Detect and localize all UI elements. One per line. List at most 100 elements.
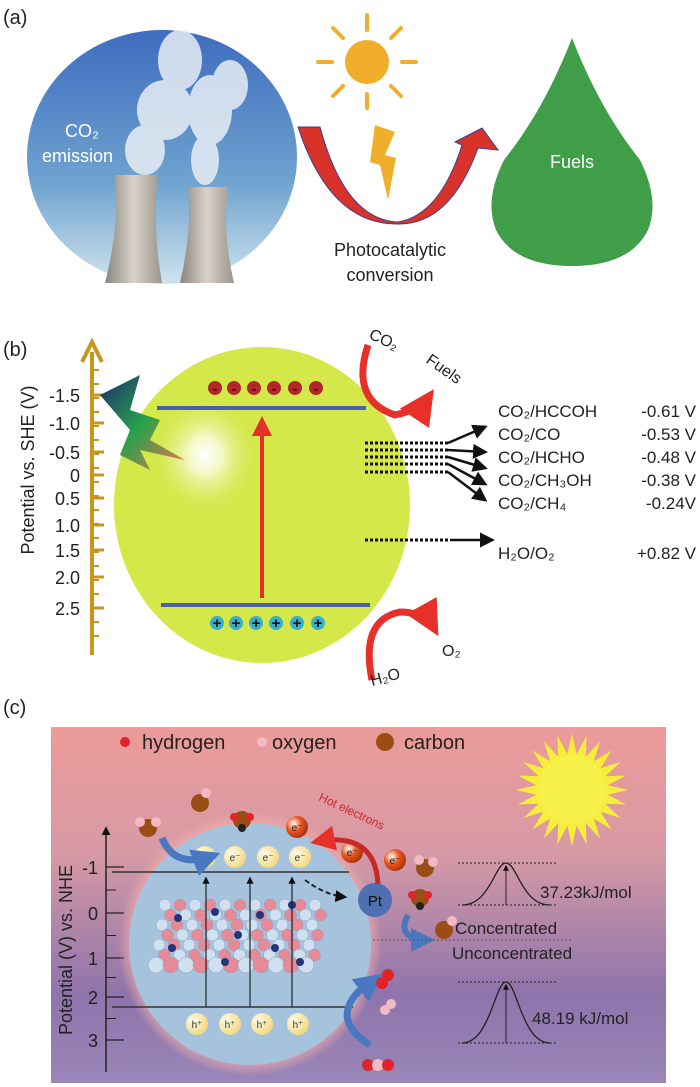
lattice-atom (296, 928, 309, 942)
couple-potential: +0.82 V (637, 544, 697, 563)
fuel-drop (491, 38, 653, 266)
lattice-atom (182, 938, 196, 952)
electron-icon (257, 846, 279, 868)
lattice-atom (251, 928, 264, 942)
oxidation-arrow (343, 973, 383, 1048)
electron-icon (227, 381, 241, 395)
light-glow (150, 395, 260, 515)
tick-label: -0.5 (49, 443, 80, 463)
lattice-atom (245, 918, 259, 932)
dopant-atom (168, 944, 176, 952)
lattice-atom (281, 928, 294, 942)
atom (238, 824, 246, 832)
tick-label: 1 (88, 949, 98, 969)
concentrated-label: Concentrated (455, 919, 557, 938)
lattice-atom (233, 898, 247, 912)
tick-label: 2.0 (55, 568, 80, 588)
atom (414, 855, 424, 865)
lattice-atom (308, 898, 322, 912)
charges: ------++++++ (208, 381, 325, 632)
electron-label: e⁻ (230, 853, 241, 864)
lattice-atom (260, 918, 274, 932)
lattice-atom (302, 938, 316, 952)
couple-potential: -0.61 V (641, 402, 696, 421)
lattice-atom (224, 908, 237, 922)
reduction-arrow (447, 443, 488, 459)
lattice-atom (227, 938, 241, 952)
hot-electron-label: e⁻ (347, 848, 358, 859)
atom (230, 813, 238, 821)
couple-name: CO₂/CH₃OH (498, 471, 592, 490)
lattice-atom (176, 928, 189, 942)
atom (151, 817, 161, 827)
atom (246, 813, 254, 821)
barrier-unconcentrated: 48.19 kJ/mol (458, 981, 628, 1044)
atom (372, 1059, 384, 1071)
electron-icon (309, 381, 323, 395)
couple-name: H₂O/O₂ (498, 544, 555, 563)
hole-label: h⁺ (225, 1020, 236, 1031)
barrier-1-value: 37.23kJ/mol (540, 883, 632, 902)
hole-sign: + (314, 615, 323, 632)
molecules (135, 788, 457, 1071)
co2-reduction-arrow (359, 343, 434, 429)
dopant-atom (221, 958, 229, 966)
tick-label: -1.0 (49, 414, 80, 434)
electron-sign: - (232, 381, 236, 396)
product-release-arrow (401, 913, 435, 952)
lattice-atom (161, 928, 174, 942)
atom (416, 902, 424, 910)
tick-label: 0 (70, 466, 80, 486)
lattice-atom (147, 956, 165, 974)
panel-b: (b) -1.5-1.0-0.500.51.01.52.02.5 Potenti… (3, 326, 697, 690)
electron-sign: - (293, 381, 297, 396)
lattice-atom (248, 898, 262, 912)
electron-icon (247, 381, 261, 395)
atom (191, 794, 209, 812)
legend-carbon-icon (376, 733, 394, 751)
tick-label: 3 (88, 1031, 98, 1051)
atom (201, 788, 211, 798)
reduction-arrow (447, 471, 488, 502)
lattice-atom (311, 928, 324, 942)
conversion-arrow (297, 126, 500, 225)
tick-label: 0 (88, 904, 98, 924)
electron-transfer-arrow (304, 879, 348, 903)
lattice-atom (177, 956, 195, 974)
tick-label: -1 (82, 858, 98, 878)
lattice-atom (299, 908, 312, 922)
hole-icon (186, 1013, 208, 1035)
o2-out-label: O₂ (442, 643, 461, 660)
lattice-atom (218, 898, 232, 912)
emission-label: emission (42, 146, 113, 166)
legend-label: carbon (404, 732, 465, 754)
lattice-atom (257, 938, 271, 952)
lattice-atom (215, 918, 229, 932)
dopant-atom (174, 914, 182, 922)
atom (424, 891, 432, 899)
lattice-atom (207, 956, 225, 974)
panel-a: (a) CO₂ emission Photocatalytic conversi… (3, 7, 653, 285)
couple-potential: -0.24V (646, 494, 697, 513)
lattice-atom (212, 938, 226, 952)
atom (428, 857, 438, 867)
lattice-atom (287, 938, 301, 952)
couple-name: CO₂/HCCOH (498, 402, 597, 421)
lattice-atom (282, 956, 300, 974)
hole-icon (249, 616, 263, 630)
lattice-atom (314, 908, 327, 922)
hot-electron-label: e⁻ (292, 823, 303, 834)
hole-icon (287, 1013, 309, 1035)
lattice-atom (308, 948, 321, 962)
hole-label: h⁺ (293, 1020, 304, 1031)
electron-icon (267, 381, 281, 395)
panel-a-label: (a) (3, 7, 27, 29)
atom (135, 817, 145, 827)
couple-potential: -0.53 V (641, 425, 696, 444)
tick-label: 2.5 (55, 599, 80, 619)
pt-label: Pt (368, 893, 383, 910)
hole-sign: + (252, 615, 261, 632)
electron-icon (289, 846, 311, 868)
hole-sign: + (213, 615, 222, 632)
